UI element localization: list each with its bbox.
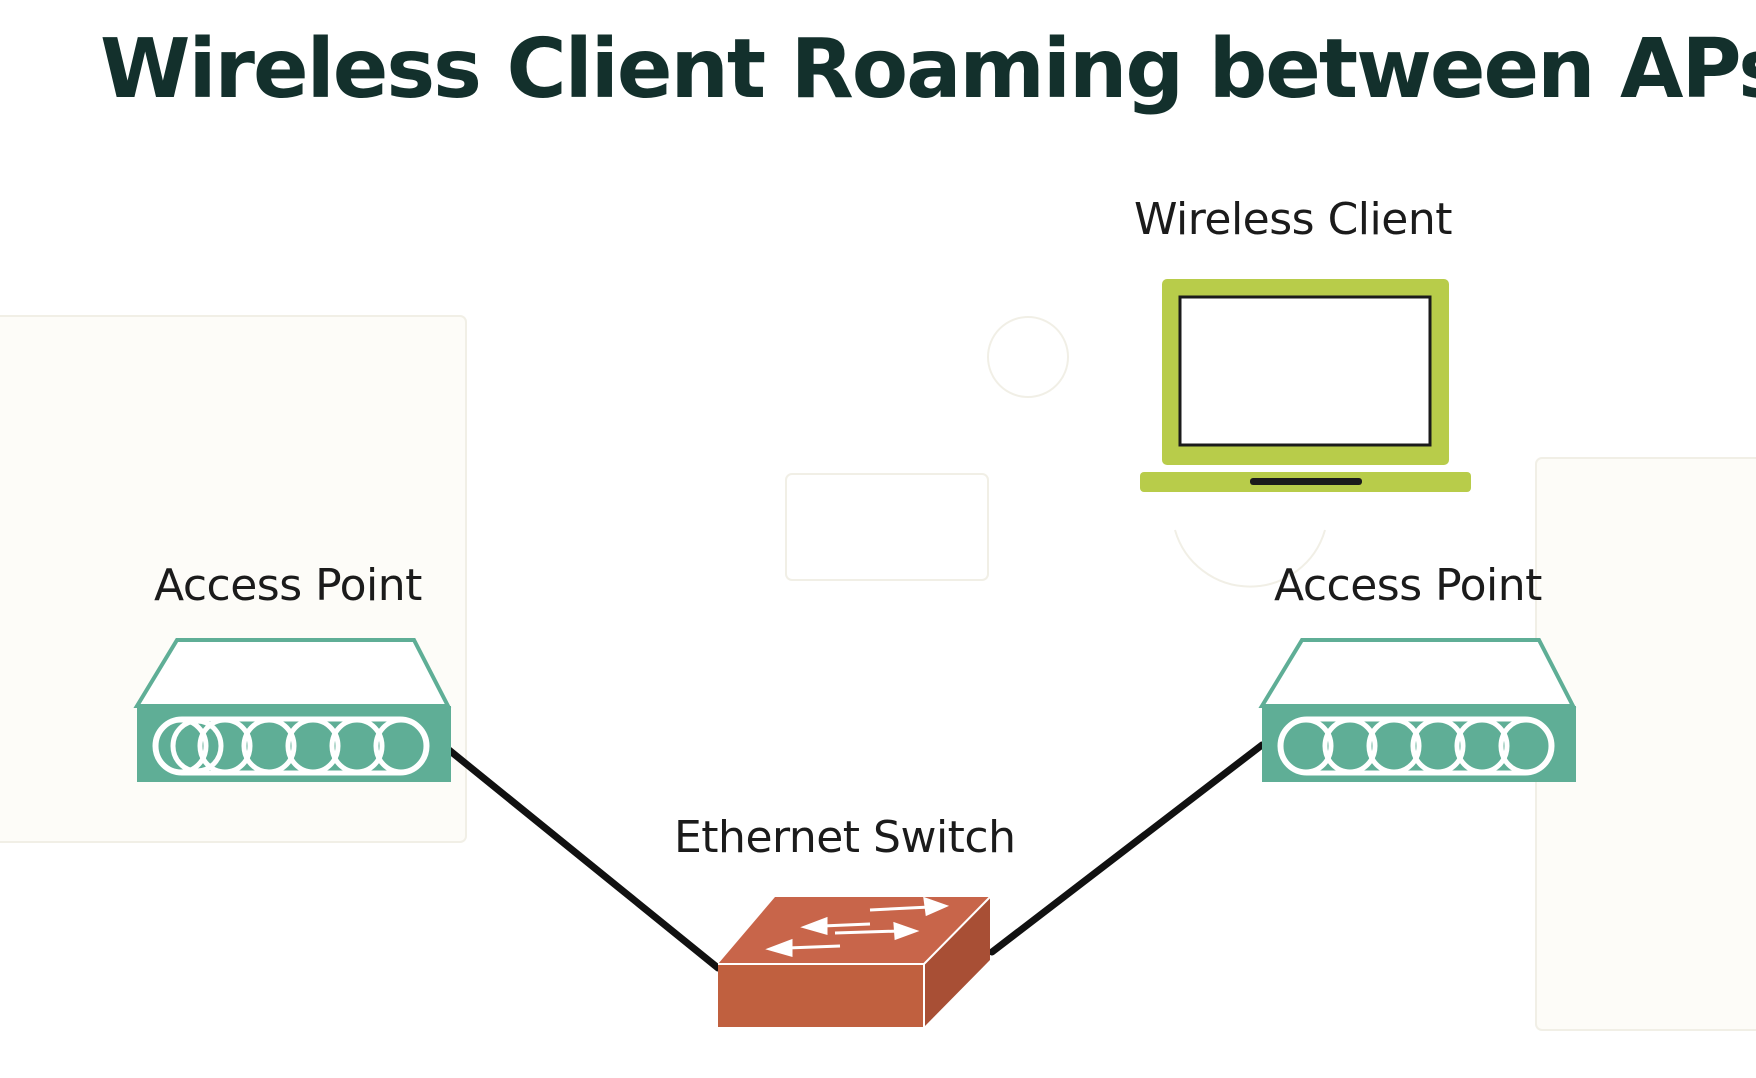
ethernet-switch-label: Ethernet Switch [674, 812, 1016, 863]
access-point-left-label: Access Point [154, 560, 422, 611]
laptop-icon [1140, 279, 1471, 492]
access-point-right-label: Access Point [1274, 560, 1542, 611]
cable-ap-right-switch [988, 741, 1266, 956]
ethernet-switch-icon [718, 896, 991, 1027]
antenna-ports [152, 716, 430, 776]
cable-ap-left-switch [445, 746, 722, 972]
switch-arrows-icon [765, 896, 950, 957]
access-point-icon [133, 638, 452, 782]
page-title: Wireless Client Roaming between APs [100, 22, 1756, 117]
wireless-client-label: Wireless Client [1134, 194, 1452, 245]
access-point-icon [1258, 638, 1577, 782]
antenna-ports [1277, 716, 1555, 776]
